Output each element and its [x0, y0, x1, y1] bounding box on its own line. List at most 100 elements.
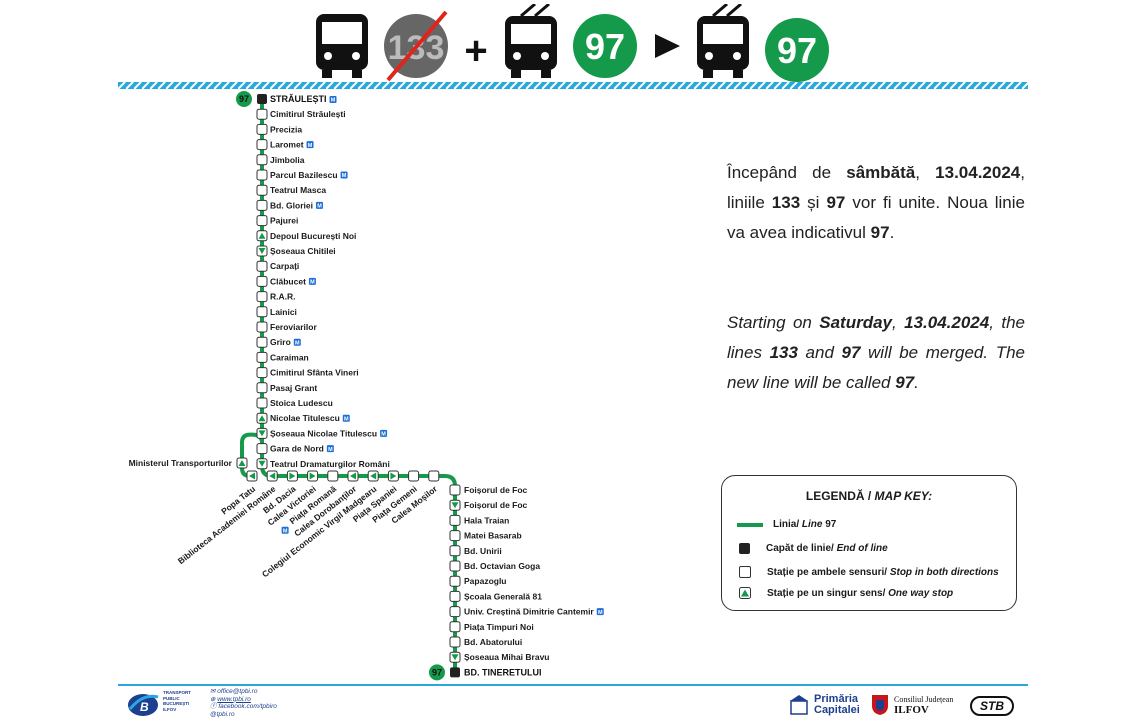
- stop-label: Jimbolia: [270, 155, 305, 165]
- website-link[interactable]: ⊕ www.tpbi.ro: [210, 695, 251, 703]
- terminal-start-marker[interactable]: [257, 94, 267, 104]
- bus-icon: [316, 14, 368, 78]
- plus-sign: +: [464, 29, 487, 73]
- stop-label: Hala Traian: [464, 515, 509, 525]
- stop-label: Lainici: [270, 307, 297, 317]
- stop-marker[interactable]: [256, 382, 268, 394]
- consiliul-logo: Consiliul Județean ILFOV: [871, 694, 953, 716]
- stop-marker[interactable]: [256, 351, 268, 363]
- metro-icon: [308, 277, 316, 285]
- one-way-arrow-icon: [370, 472, 377, 480]
- metro-icon-letter: M: [308, 143, 313, 149]
- metro-icon-letter: M: [317, 204, 322, 210]
- stop-label: Griro: [270, 337, 291, 347]
- stop-marker[interactable]: [256, 169, 268, 181]
- stop-marker[interactable]: [256, 291, 268, 303]
- announcement-en: Starting on Saturday, 13.04.2024, the li…: [727, 313, 1025, 392]
- line-swatch: [737, 522, 763, 527]
- stop-marker[interactable]: [449, 606, 461, 618]
- stop-marker[interactable]: [327, 470, 339, 482]
- stop-marker[interactable]: [256, 367, 268, 379]
- stop-marker[interactable]: [449, 484, 461, 496]
- stop-marker[interactable]: [256, 275, 268, 287]
- stop-marker[interactable]: [256, 123, 268, 135]
- stop-label: Precizia: [270, 124, 302, 134]
- stb-logo: STB: [970, 696, 1014, 716]
- terminal-end-marker[interactable]: [450, 667, 460, 678]
- stop-marker[interactable]: [256, 443, 268, 455]
- metro-icon-letter: M: [328, 447, 333, 453]
- stop-label: Clăbucet: [270, 276, 306, 286]
- email-link[interactable]: ✉ office@tpbi.ro: [210, 688, 258, 695]
- metro-icon: [329, 96, 337, 103]
- one-way-stop-icon: [739, 587, 751, 599]
- metro-icon: [340, 171, 348, 179]
- stop-marker[interactable]: [408, 470, 420, 482]
- one-way-arrow-icon: [309, 472, 316, 480]
- tpbi-logo: B: [128, 694, 159, 716]
- stop-label: Teatrul Dramaturgilor Români: [270, 459, 390, 469]
- trolleybus-icon: [505, 4, 557, 78]
- stop-marker[interactable]: [256, 397, 268, 409]
- stop-label: Gara de Nord: [270, 444, 324, 454]
- facebook-link[interactable]: ⓕ facebook.com/tpbiro: [210, 703, 277, 710]
- merged-route-number: 97: [585, 26, 625, 67]
- stop-marker[interactable]: [256, 215, 268, 227]
- metro-icon-letter: M: [344, 416, 349, 422]
- legend-one-way: Stație pe un singur sens/ One way stop: [737, 587, 953, 599]
- stop-label: Depoul București Noi: [270, 231, 356, 241]
- stop-label: Carpați: [270, 261, 299, 271]
- legend-end: Capăt de linie/ End of line: [737, 543, 888, 554]
- map-legend: LEGENDĂ / MAP KEY: Linia/ Line 97 Capăt …: [721, 475, 1017, 611]
- handle-link[interactable]: @tpbi.ro: [210, 710, 235, 718]
- stop-marker[interactable]: [256, 260, 268, 272]
- stop-marker[interactable]: [256, 154, 268, 166]
- stop-marker[interactable]: [449, 621, 461, 633]
- stop-label: Papazoglu: [464, 576, 507, 586]
- stop-marker[interactable]: [256, 321, 268, 333]
- one-way-arrow-icon: [258, 460, 266, 467]
- stop-label: Bd. Octavian Goga: [464, 561, 540, 571]
- route-line-loop: [240, 432, 264, 478]
- old-route-badge: 133: [384, 10, 448, 82]
- metro-icon-letter: M: [295, 340, 300, 346]
- primaria-building-icon: [790, 695, 808, 715]
- stop-marker[interactable]: [449, 545, 461, 557]
- stop-marker[interactable]: [449, 636, 461, 648]
- stop-label: Feroviarilor: [270, 322, 317, 332]
- merged-route-badge: 97: [573, 14, 637, 78]
- stop-marker[interactable]: [449, 514, 461, 526]
- arrow-right-icon: [655, 34, 680, 58]
- one-way-arrow-icon: [451, 654, 459, 661]
- stop-marker[interactable]: [256, 306, 268, 318]
- stop-label: Cimitirul Străulești: [270, 109, 346, 119]
- metro-icon: [380, 429, 388, 437]
- stop-marker[interactable]: [256, 139, 268, 151]
- stop-label: Șoseaua Nicolae Titulescu: [270, 428, 377, 438]
- stop-label: R.A.R.: [270, 292, 296, 302]
- new-route-badge: 97: [765, 18, 829, 82]
- stop-marker[interactable]: [449, 530, 461, 542]
- stop-marker[interactable]: [428, 470, 440, 482]
- legend-title: LEGENDĂ / MAP KEY:: [805, 489, 933, 503]
- one-way-arrow-icon: [258, 415, 266, 422]
- stop-label-rotated: Biblioteca Academiei Române: [176, 484, 278, 567]
- stop-label: Șoseaua Chitilei: [270, 246, 336, 256]
- stop-marker[interactable]: [256, 184, 268, 196]
- header-divider: [118, 82, 1028, 89]
- stop-label-side: Ministerul Transporturilor: [129, 458, 233, 468]
- one-way-arrow-icon: [350, 472, 356, 480]
- stop-marker[interactable]: [449, 590, 461, 602]
- stop-marker[interactable]: [449, 560, 461, 572]
- stop-marker[interactable]: [449, 575, 461, 587]
- stop-marker[interactable]: [256, 336, 268, 348]
- stop-marker[interactable]: [256, 199, 268, 211]
- route-badge-end: [429, 664, 445, 681]
- stop-marker[interactable]: [256, 108, 268, 120]
- footer-divider: [118, 684, 1028, 686]
- one-way-arrow-icon: [390, 472, 397, 480]
- metro-icon-letter: M: [310, 280, 315, 286]
